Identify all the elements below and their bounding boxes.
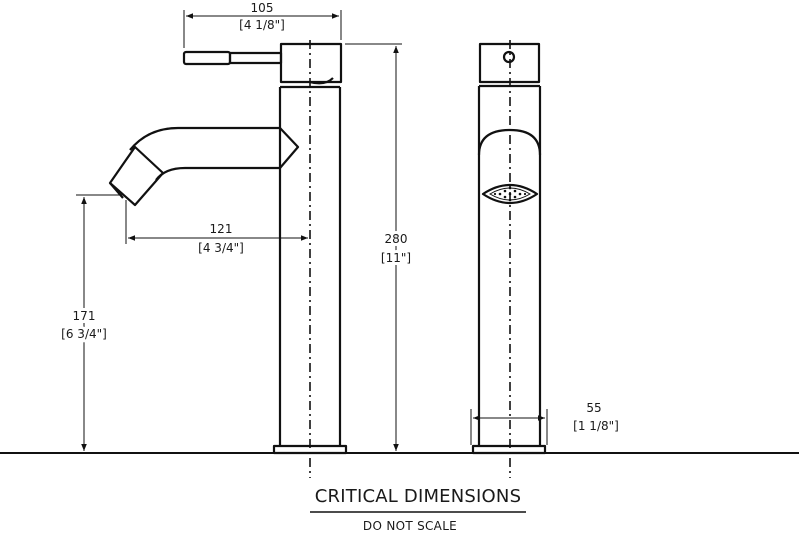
dim-base-width-inch: [1 1/8"] [573,419,619,433]
dim-spout-reach-mm: 121 [210,222,233,236]
dim-total-height-inch: [11"] [381,251,411,265]
dim-spout-reach-inch: [4 3/4"] [198,241,244,255]
side-view [108,40,348,478]
front-view [471,40,547,478]
dim-base-width: 55 [1 1/8"] [470,401,619,445]
dim-handle-width: 105 [4 1/8"] [183,1,342,48]
dim-base-width-mm: 55 [586,401,601,415]
aerator-icon [481,183,539,205]
dim-spout-height-mm: 171 [73,309,96,323]
dim-spout-height-inch: [6 3/4"] [61,327,107,341]
dim-total-height: 280 [11"] [345,43,414,451]
drawing-title: CRITICAL DIMENSIONS [315,486,521,507]
handle-hole [502,50,516,64]
dim-total-height-mm: 280 [385,232,408,246]
drawing-subtitle: DO NOT SCALE [363,519,457,533]
dim-handle-width-mm: 105 [251,1,274,15]
title-block: CRITICAL DIMENSIONS DO NOT SCALE [310,486,526,533]
dim-spout-reach: 121 [4 3/4"] [125,200,308,255]
dim-spout-height: 171 [6 3/4"] [58,194,122,451]
dim-handle-width-inch: [4 1/8"] [239,18,285,32]
